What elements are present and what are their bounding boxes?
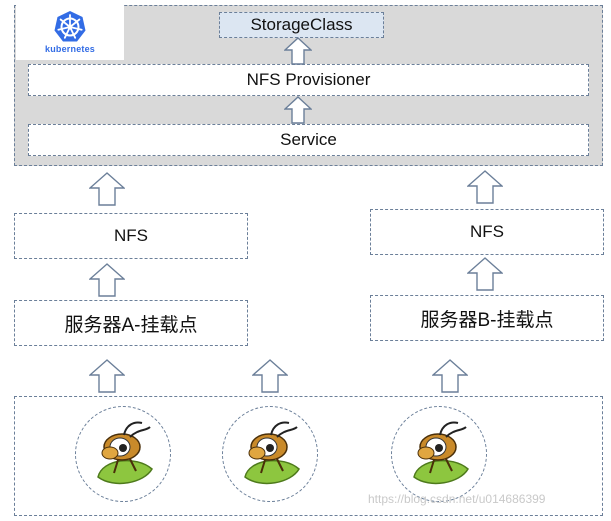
pod-3 <box>391 406 487 502</box>
mount-b-box: 服务器B-挂载点 <box>370 295 604 341</box>
kubernetes-label: kubernetes <box>44 44 96 54</box>
storage-class-box: StorageClass <box>219 12 384 38</box>
mount-a-label: 服务器A-挂载点 <box>64 314 198 336</box>
service-label: Service <box>280 130 337 149</box>
up-arrow-icon <box>467 257 503 291</box>
ant-mascot-icon <box>244 421 300 485</box>
up-arrow-icon <box>89 172 125 206</box>
up-arrow-icon <box>252 359 288 393</box>
watermark: https://blog.csdn.net/u014686399 <box>368 492 546 506</box>
mount-a-box: 服务器A-挂载点 <box>14 300 248 346</box>
nfs-left-box: NFS <box>14 213 248 259</box>
pod-1 <box>75 406 171 502</box>
up-arrow-icon <box>89 359 125 393</box>
nfs-provisioner-box: NFS Provisioner <box>28 64 589 96</box>
kubernetes-logo: kubernetes <box>16 5 124 60</box>
storage-class-label: StorageClass <box>250 15 353 34</box>
service-box: Service <box>28 124 589 156</box>
mount-b-label: 服务器B-挂载点 <box>420 309 554 331</box>
up-arrow-icon <box>432 359 468 393</box>
up-arrow-icon <box>467 170 503 204</box>
ant-mascot-icon <box>413 421 469 485</box>
up-arrow-icon <box>284 37 312 65</box>
up-arrow-icon <box>284 96 312 124</box>
nfs-left-label: NFS <box>114 226 148 245</box>
pod-2 <box>222 406 318 502</box>
nfs-right-box: NFS <box>370 209 604 255</box>
kubernetes-helm-wheel-icon <box>54 11 86 42</box>
nfs-right-label: NFS <box>470 222 504 241</box>
ant-mascot-icon <box>97 421 153 485</box>
up-arrow-icon <box>89 263 125 297</box>
nfs-provisioner-label: NFS Provisioner <box>246 70 371 89</box>
